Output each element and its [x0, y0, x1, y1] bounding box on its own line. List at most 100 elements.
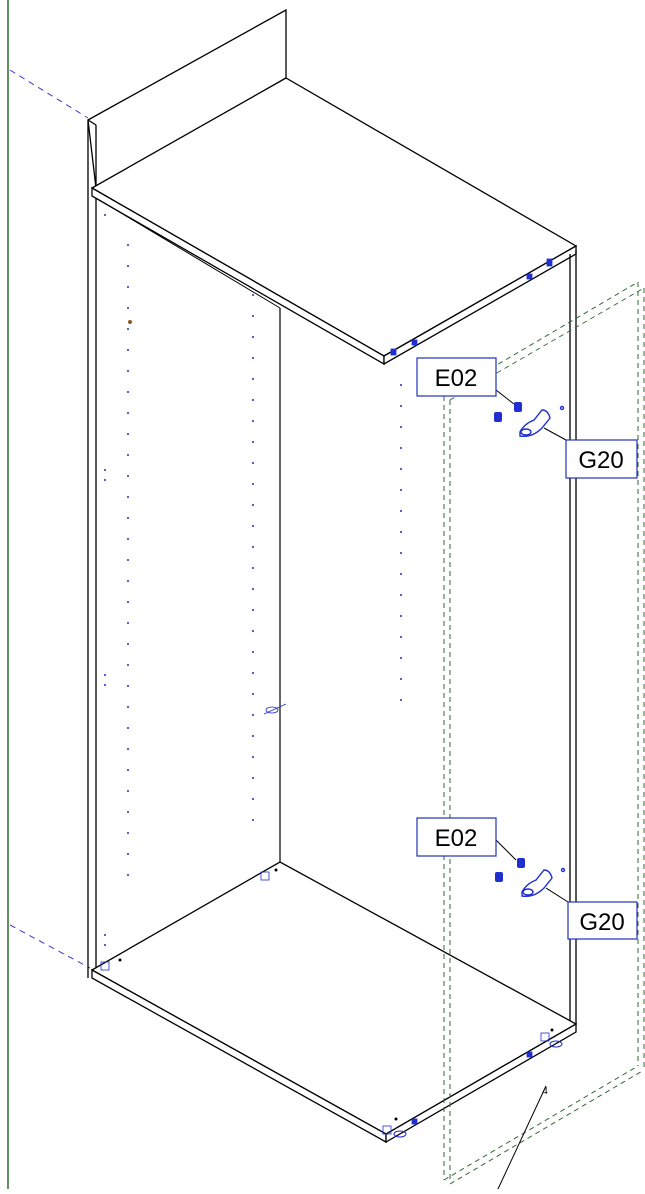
callout-label: G20	[578, 447, 623, 474]
shelf-hole	[127, 244, 129, 246]
shelf-hole	[127, 349, 129, 351]
shelf-hole	[127, 286, 129, 288]
callout-g20-bottom: G20	[545, 887, 638, 940]
hinge-assembly-top	[494, 402, 565, 438]
shelf-hole	[127, 727, 129, 729]
callout-g20-top: G20	[543, 427, 638, 479]
brown-pin	[128, 320, 132, 324]
shelf-hole	[400, 384, 402, 386]
shelf-hole	[400, 573, 402, 575]
shelf-hole	[127, 412, 129, 414]
shelf-hole	[400, 615, 402, 617]
shelf-hole	[127, 559, 129, 561]
shelf-hole	[400, 531, 402, 533]
shelf-hole	[127, 832, 129, 834]
shelf-hole	[127, 811, 129, 813]
shelf-hole	[252, 315, 254, 317]
shelf-hole	[400, 552, 402, 554]
hole-column-4	[400, 384, 402, 701]
shelf-hole	[252, 357, 254, 359]
shelf-hole	[127, 643, 129, 645]
shelf-hole	[252, 336, 254, 338]
hole-column-1	[104, 214, 106, 946]
shelf-hole	[127, 433, 129, 435]
shelf-hole	[252, 525, 254, 527]
inner-top-line	[95, 197, 281, 309]
shelf-hole	[400, 699, 402, 701]
hinge-icon	[521, 867, 566, 898]
shelf-hole	[400, 489, 402, 491]
shelf-hole	[252, 651, 254, 653]
shelf-hole	[252, 567, 254, 569]
shelf-hole	[252, 441, 254, 443]
shelf-hole	[127, 475, 129, 477]
shelf-hole	[127, 496, 129, 498]
shelf-hole	[252, 294, 254, 296]
cam-fittings	[100, 258, 553, 1135]
shelf-hole	[252, 672, 254, 674]
shelf-hole	[127, 706, 129, 708]
shelf-hole	[400, 468, 402, 470]
shelf-hole	[252, 462, 254, 464]
shelf-hole	[127, 370, 129, 372]
callout-label: E02	[435, 825, 478, 852]
shelf-hole-columns	[104, 214, 402, 946]
euro-screw-icon	[495, 858, 525, 882]
shelf-hole	[400, 426, 402, 428]
shelf-hole	[127, 748, 129, 750]
callout-label: G20	[579, 909, 624, 936]
shelf-hole	[252, 546, 254, 548]
arrow-label: 4	[542, 1086, 548, 1097]
shelf-hole	[252, 735, 254, 737]
hinge-assembly-bottom	[495, 858, 566, 898]
shelf-hole	[127, 580, 129, 582]
shelf-hole	[252, 819, 254, 821]
callout-e02-bottom: E02	[416, 817, 517, 861]
shelf-hole	[252, 777, 254, 779]
axis-line-top	[9, 69, 89, 119]
shelf-hole	[127, 601, 129, 603]
shelf-hole	[127, 874, 129, 876]
shelf-hole	[127, 328, 129, 330]
shelf-hole	[252, 378, 254, 380]
shelf-hole	[127, 685, 129, 687]
small-holes	[118, 868, 554, 1121]
shelf-hole	[127, 622, 129, 624]
hinge-feet	[393, 1040, 563, 1138]
shelf-hole	[252, 399, 254, 401]
shelf-hole	[252, 609, 254, 611]
shelf-hole	[127, 769, 129, 771]
hinge-icon	[519, 405, 565, 438]
back-panel	[87, 8, 287, 978]
shelf-hole	[252, 588, 254, 590]
axis-line-bottom	[9, 924, 91, 969]
shelf-hole	[400, 678, 402, 680]
shelf-hole	[400, 510, 402, 512]
shelf-hole	[400, 657, 402, 659]
shelf-hole	[127, 391, 129, 393]
callout-label: E02	[435, 365, 478, 392]
shelf-hole	[252, 630, 254, 632]
direction-arrow: 4	[497, 1085, 548, 1190]
right-side-panel	[569, 250, 577, 1028]
shelf-hole	[252, 756, 254, 758]
shelf-hole	[252, 798, 254, 800]
shelf-hole	[127, 454, 129, 456]
shelf-hole	[127, 307, 129, 309]
shelf-hole	[252, 483, 254, 485]
shelf-hole	[127, 790, 129, 792]
shelf-hole	[252, 420, 254, 422]
bottom-panel	[90, 861, 578, 1144]
shelf-hole	[400, 594, 402, 596]
shelf-hole	[400, 636, 402, 638]
shelf-hole	[127, 664, 129, 666]
hole-column-2	[127, 244, 129, 876]
shelf-hole	[127, 538, 129, 540]
shelf-hole	[252, 693, 254, 695]
shelf-hole	[252, 504, 254, 506]
shelf-hole	[127, 853, 129, 855]
shelf-hole	[400, 447, 402, 449]
hole-column-3	[252, 294, 254, 821]
